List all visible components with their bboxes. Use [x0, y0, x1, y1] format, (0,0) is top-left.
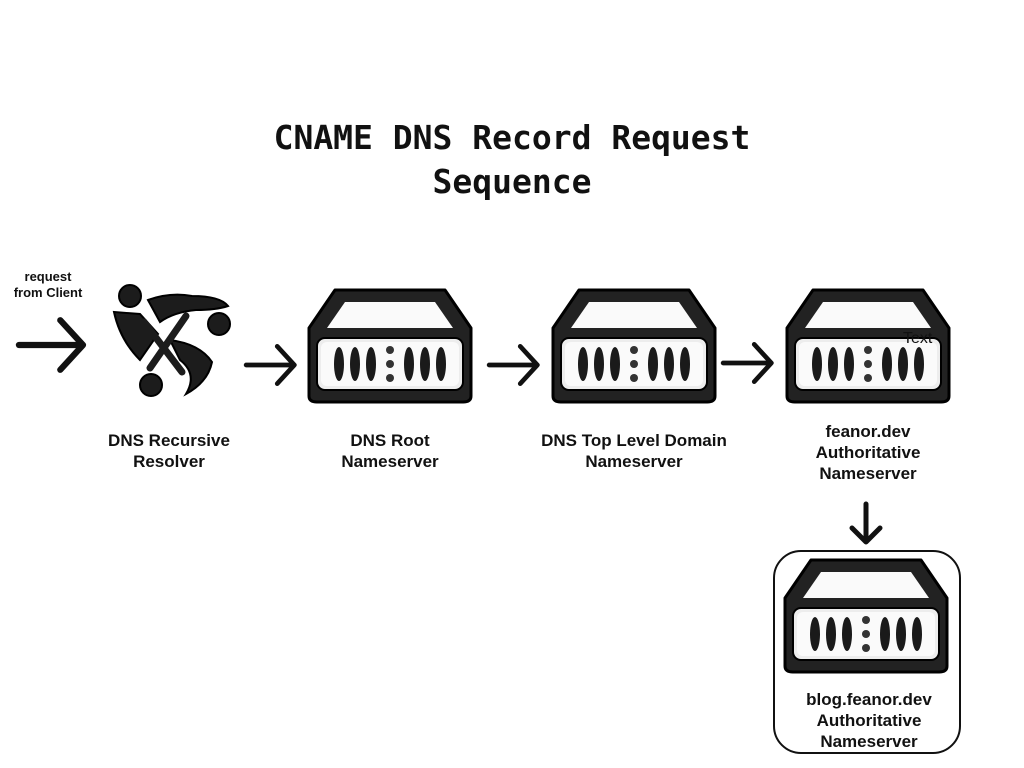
blog-nameserver-frame [773, 550, 961, 754]
blog-label-line3: Nameserver [820, 732, 918, 751]
server-icon [783, 558, 949, 674]
arrow-right-icon [14, 314, 90, 376]
tld-label: DNS Top Level Domain Nameserver [519, 430, 749, 472]
entry-label: request from Client [6, 269, 90, 301]
server-icon [307, 288, 473, 404]
arrow-right-icon [720, 334, 776, 392]
arrow-down-icon [846, 500, 886, 548]
root-label-line2: Nameserver [341, 452, 439, 471]
arrow-right-icon [243, 336, 299, 394]
resolver-label-line2: Resolver [133, 452, 205, 471]
tld-label-line1: DNS Top Level Domain [541, 431, 727, 450]
blog-label: blog.feanor.dev Authoritative Nameserver [771, 689, 967, 752]
arrow-right-icon [486, 336, 542, 394]
feanor-label-line3: Nameserver [819, 464, 917, 483]
feanor-label-line2: Authoritative [815, 443, 921, 462]
entry-label-line2: from Client [13, 285, 83, 300]
root-label-line1: DNS Root [350, 431, 430, 450]
diagram-title: CNAME DNS Record Request Sequence [273, 118, 751, 201]
entry-label-line1: request [24, 269, 72, 284]
root-label: DNS Root Nameserver [290, 430, 490, 472]
blog-label-line1: blog.feanor.dev [806, 690, 932, 709]
feanor-label: feanor.dev Authoritative Nameserver [768, 421, 968, 484]
blog-label-line2: Authoritative [816, 711, 922, 730]
server-icon [551, 288, 717, 404]
feanor-label-line1: feanor.dev [825, 422, 911, 441]
resolver-label: DNS Recursive Resolver [69, 430, 269, 472]
stray-text: Text [903, 330, 933, 347]
resolver-label-line1: DNS Recursive [108, 431, 230, 450]
resolver-symbol-icon [112, 284, 231, 397]
tld-label-line2: Nameserver [585, 452, 683, 471]
